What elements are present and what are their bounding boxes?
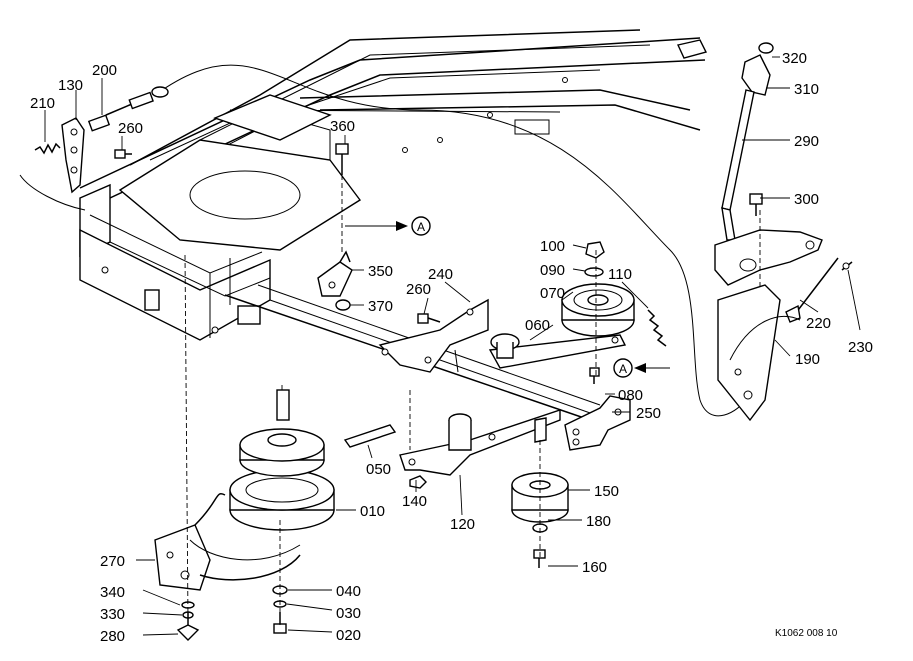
callout-330: 330 <box>100 606 125 623</box>
callout-070: 070 <box>540 285 565 302</box>
callout-labels: 320 310 290 300 220 230 190 200 130 210 … <box>30 50 873 645</box>
nut-140 <box>409 475 427 489</box>
callout-280: 280 <box>100 628 125 645</box>
cable-end-200 <box>87 86 169 132</box>
bolt-020 <box>273 612 287 634</box>
marker-a-upper-label: A <box>417 220 425 234</box>
tension-arm-060 <box>488 333 627 369</box>
callout-360: 360 <box>330 118 355 135</box>
cable-bracket-190 <box>717 284 801 422</box>
spring-210 <box>34 142 61 155</box>
pin-230 <box>841 261 853 271</box>
callout-250: 250 <box>636 405 661 422</box>
callout-060: 060 <box>525 317 550 334</box>
callout-210: 210 <box>30 95 55 112</box>
callout-270: 270 <box>100 553 125 570</box>
leader-lines <box>44 56 861 636</box>
callout-130: 130 <box>58 77 83 94</box>
callout-290: 290 <box>794 133 819 150</box>
callout-340: 340 <box>100 584 125 601</box>
callout-190: 190 <box>795 351 820 368</box>
bracket-120 <box>399 409 561 476</box>
control-cable <box>154 64 746 417</box>
belt-guard-270 <box>154 493 301 591</box>
callout-030: 030 <box>336 605 361 622</box>
callout-320: 320 <box>782 50 807 67</box>
assembly-line-left <box>184 254 189 621</box>
control-cable-return <box>19 174 86 211</box>
callout-240: 240 <box>428 266 453 283</box>
callout-010: 010 <box>360 503 385 520</box>
connection-marker-a-lower: A <box>613 358 670 378</box>
mower-deck-frame <box>79 29 708 421</box>
callout-110: 110 <box>608 266 632 283</box>
drive-pulley-010 <box>229 385 335 531</box>
key-050 <box>343 424 397 448</box>
callout-220: 220 <box>806 315 831 332</box>
bolt-360 <box>335 143 349 255</box>
lever-290 <box>721 89 755 241</box>
callout-100: 100 <box>540 238 565 255</box>
callout-160: 160 <box>582 559 607 576</box>
bolt-080 <box>589 367 600 384</box>
bolt-160 <box>533 549 546 568</box>
callout-260-upper: 260 <box>118 120 143 137</box>
callout-140: 140 <box>402 493 427 510</box>
reference-code: K1062 008 10 <box>775 628 838 639</box>
callout-230: 230 <box>848 339 873 356</box>
cable-end-220 <box>785 257 839 323</box>
callout-350: 350 <box>368 263 393 280</box>
callout-150: 150 <box>594 483 619 500</box>
nut-370 <box>335 299 351 311</box>
callout-300: 300 <box>794 191 819 208</box>
callout-090: 090 <box>540 262 565 279</box>
callout-310: 310 <box>794 81 819 98</box>
spring-110 <box>647 309 667 347</box>
callout-180: 180 <box>586 513 611 530</box>
callout-370: 370 <box>368 298 393 315</box>
washer-090 <box>584 267 604 277</box>
callout-040: 040 <box>336 583 361 600</box>
cap-320 <box>758 42 774 54</box>
bolt-260-upper <box>114 149 132 159</box>
lever-bracket <box>714 229 823 286</box>
connection-marker-a-upper: A <box>345 216 431 236</box>
bracket-350 <box>317 250 353 297</box>
callout-020: 020 <box>336 627 361 644</box>
callout-120: 120 <box>450 516 475 533</box>
bracket-250 <box>564 395 631 451</box>
bracket-240 <box>378 298 489 373</box>
callout-080: 080 <box>618 387 643 404</box>
callout-050: 050 <box>366 461 391 478</box>
bolt-300 <box>749 193 763 216</box>
callout-200: 200 <box>92 62 117 79</box>
bolt-260-lower <box>417 313 441 324</box>
nut-100 <box>585 241 605 259</box>
grip-310 <box>741 54 771 96</box>
tension-arm-130 <box>61 117 85 194</box>
marker-a-lower-label: A <box>619 362 627 376</box>
callout-260-lower: 260 <box>406 281 431 298</box>
